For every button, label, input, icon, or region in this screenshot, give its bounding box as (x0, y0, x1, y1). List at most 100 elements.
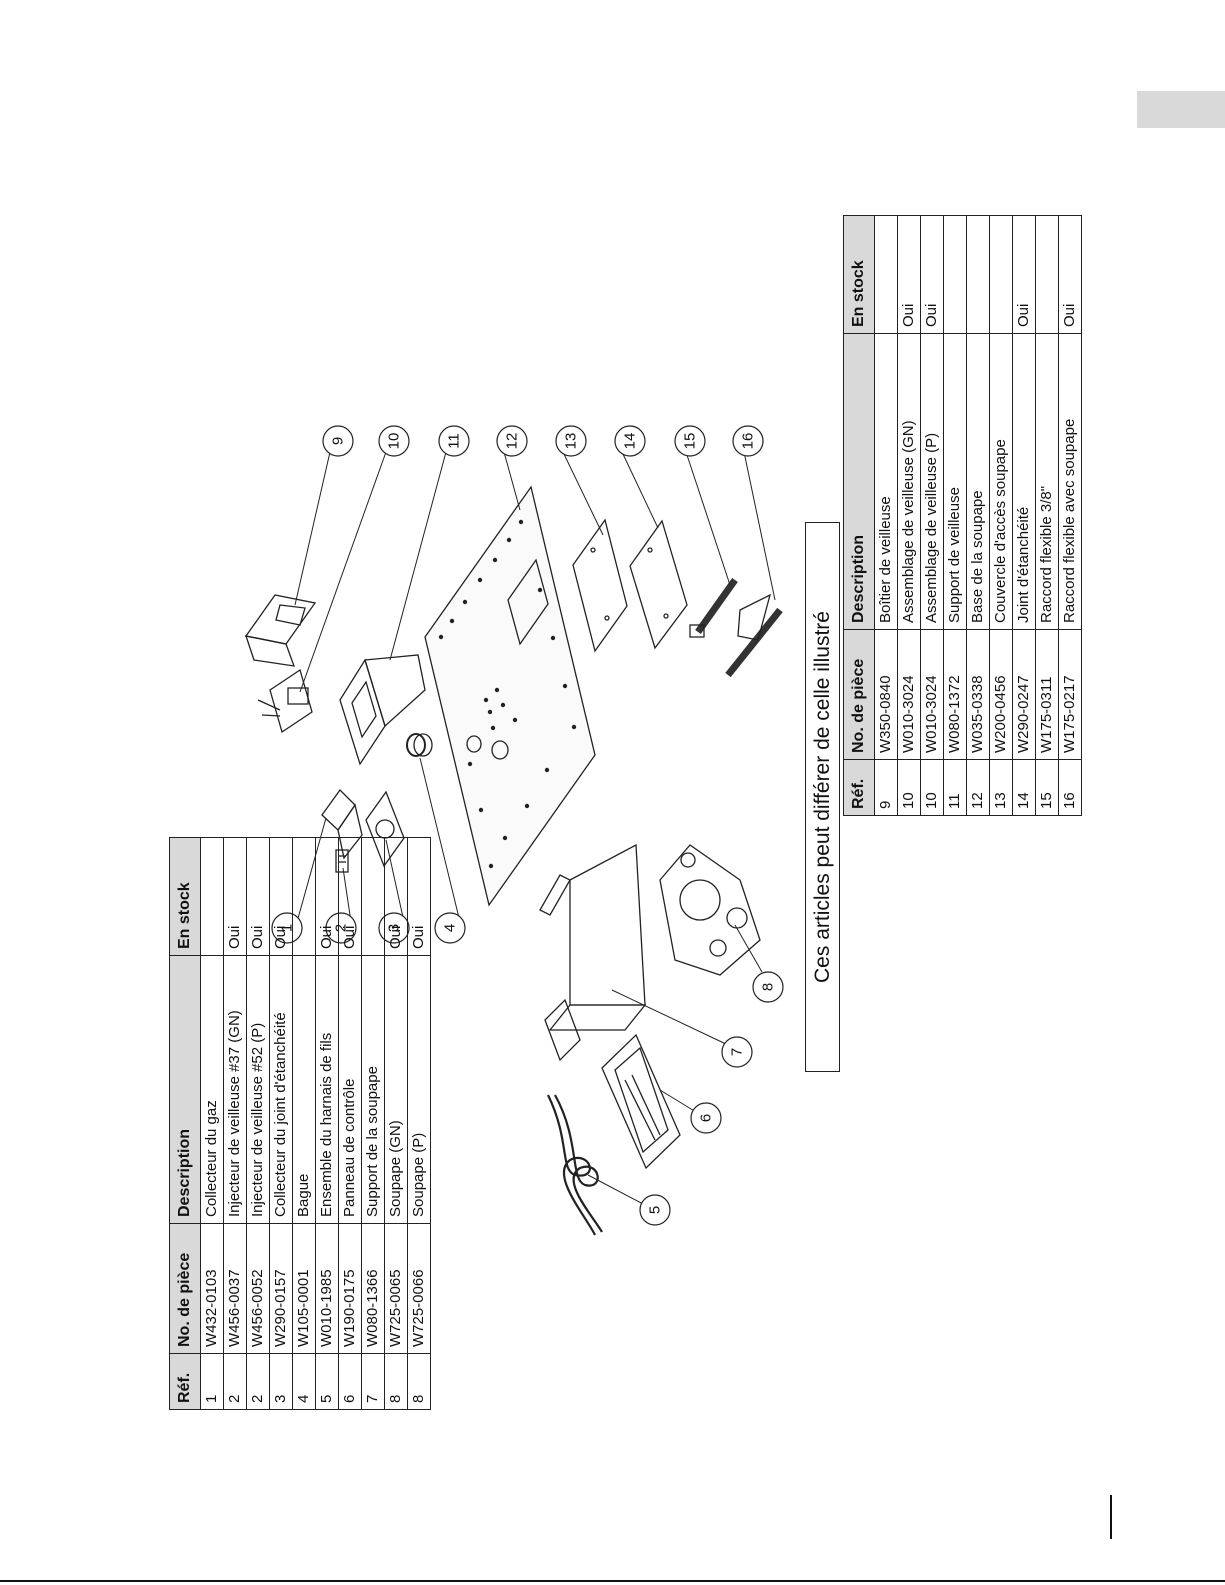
cell-ref: 2 (223, 1353, 247, 1410)
svg-text:9: 9 (330, 437, 347, 445)
cell-description: Injecteur de veilleuse #37 (GN) (223, 955, 247, 1224)
cell-in-stock: Oui (269, 837, 293, 956)
cell-description: Collecteur du joint d'étanchéité (269, 955, 293, 1224)
cell-in-stock (966, 215, 990, 334)
svg-text:5: 5 (647, 1206, 664, 1214)
callout-10: 10 (378, 425, 410, 457)
callout-11: 11 (438, 425, 470, 457)
cell-ref: 10 (897, 759, 921, 816)
cell-part-no: W200-0456 (989, 629, 1013, 760)
manifold-gasket-part (365, 790, 405, 868)
cell-in-stock (989, 215, 1013, 334)
gasket-plate (629, 519, 688, 650)
cell-ref: 11 (943, 759, 967, 816)
cell-ref: 15 (1035, 759, 1059, 816)
cell-description: Raccord flexible 3/8" (1035, 333, 1059, 630)
valve-bracket (539, 843, 647, 1062)
callout-15: 15 (674, 425, 706, 457)
illustration-note: Ces articles peut différer de celle illu… (805, 522, 840, 1072)
svg-text:6: 6 (698, 1114, 715, 1122)
cell-part-no: W456-0037 (223, 1223, 247, 1354)
cell-description: Joint d'étanchéité (1012, 333, 1036, 630)
cell-part-no: W080-1366 (361, 1223, 385, 1354)
cell-description: Injecteur de veilleuse #52 (P) (246, 955, 270, 1224)
control-panel (601, 1033, 681, 1170)
cell-part-no: W290-0157 (269, 1223, 293, 1354)
page-footer-rule (1110, 1495, 1112, 1539)
callout-7: 7 (721, 1036, 753, 1068)
callout-13: 13 (555, 425, 587, 457)
cell-ref: 9 (874, 759, 898, 816)
header-ref: Réf. (843, 759, 875, 816)
gas-valve (659, 844, 761, 976)
cell-ref: 2 (246, 1353, 270, 1410)
bushing-part (406, 733, 433, 757)
cell-ref: 13 (989, 759, 1013, 816)
svg-text:10: 10 (386, 433, 403, 450)
cell-description: Soupape (P) (407, 955, 431, 1224)
cell-in-stock: Oui (384, 837, 408, 956)
cell-description: Support de la soupape (361, 955, 385, 1224)
pilot-assembly (257, 668, 313, 734)
cell-ref: 4 (292, 1353, 316, 1410)
cell-description: Boîtier de veilleuse (874, 333, 898, 630)
flex-connector (689, 577, 738, 638)
cell-part-no: W105-0001 (292, 1223, 316, 1354)
cell-in-stock: Oui (1058, 215, 1082, 334)
cell-part-no: W175-0311 (1035, 629, 1059, 760)
svg-text:15: 15 (682, 433, 699, 450)
bottom-rule (0, 1580, 1225, 1582)
cell-part-no: W010-1985 (315, 1223, 339, 1354)
svg-text:14: 14 (622, 433, 639, 450)
access-cover (572, 518, 628, 653)
cell-description: Couvercle d'accès soupape (989, 333, 1013, 630)
cell-part-no: W725-0066 (407, 1223, 431, 1354)
cell-ref: 12 (966, 759, 990, 816)
cell-in-stock: Oui (338, 837, 362, 956)
parts-table-right: Réf. No. de pièce Description En stock 9… (843, 215, 1082, 816)
cell-ref: 16 (1058, 759, 1082, 816)
cell-ref: 6 (338, 1353, 362, 1410)
cell-part-no: W190-0175 (338, 1223, 362, 1354)
callout-14: 14 (614, 425, 646, 457)
cell-description: Support de veilleuse (943, 333, 967, 630)
cell-ref: 1 (200, 1353, 224, 1410)
flex-connector-valve (725, 593, 783, 678)
cell-ref: 14 (1012, 759, 1036, 816)
svg-text:4: 4 (442, 924, 459, 932)
cell-part-no: W456-0052 (246, 1223, 270, 1354)
cell-part-no: W175-0217 (1058, 629, 1082, 760)
cell-part-no: W350-0840 (874, 629, 898, 760)
cell-in-stock: Oui (920, 215, 944, 334)
svg-text:13: 13 (563, 433, 580, 450)
cell-part-no: W290-0247 (1012, 629, 1036, 760)
callout-1: 1 (271, 912, 303, 944)
callout-4: 4 (434, 912, 466, 944)
pilot-bracket (339, 654, 426, 766)
cell-ref: 7 (361, 1353, 385, 1410)
cell-in-stock: Oui (246, 837, 270, 956)
header-ref: Réf. (169, 1353, 201, 1410)
cell-part-no: W080-1372 (943, 629, 967, 760)
svg-text:1: 1 (279, 924, 296, 932)
pilot-housing (244, 594, 317, 667)
cell-description: Collecteur du gaz (200, 955, 224, 1224)
svg-text:2: 2 (333, 924, 350, 932)
svg-text:7: 7 (729, 1048, 746, 1056)
cell-in-stock: Oui (897, 215, 921, 334)
cell-in-stock (1035, 215, 1059, 334)
callout-8: 8 (752, 971, 784, 1003)
callout-6: 6 (690, 1102, 722, 1134)
pilot-injector-part (335, 849, 349, 873)
